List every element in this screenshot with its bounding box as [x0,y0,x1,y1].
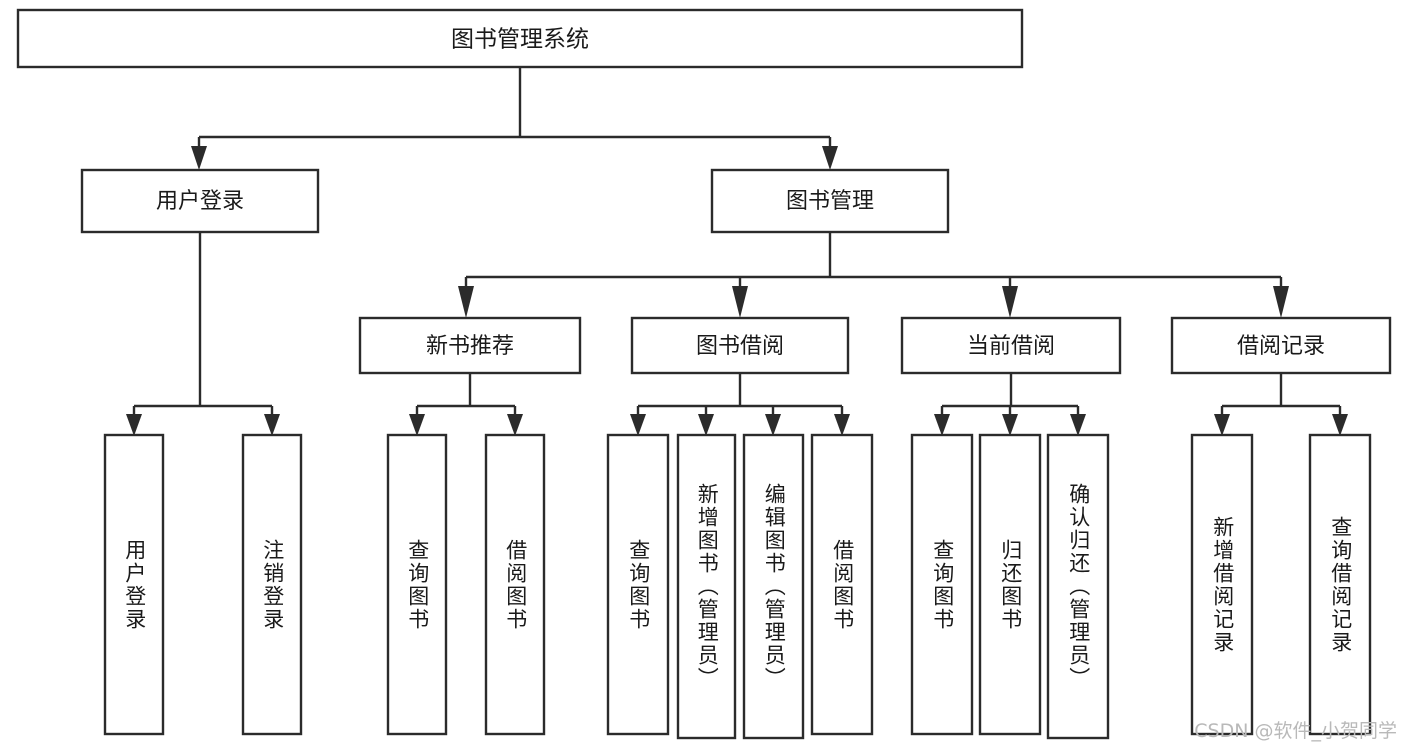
leaf-box-user-login-1[interactable] [241,433,303,736]
node-new-book-recommend-box[interactable] [358,316,582,375]
node-borrow-record-box[interactable] [1170,316,1392,375]
leaf-box-current-2[interactable] [1046,433,1110,740]
node-current-borrow-label: 当前借阅 [967,334,1055,359]
arrowhead-userlogin-1-icon [264,414,280,436]
arrowhead-current-1-icon [1002,414,1018,436]
node-new-book-recommend-label: 新书推荐 [426,334,514,359]
node-current-borrow-box[interactable] [900,316,1122,375]
arrowhead-record-1-icon [1332,414,1348,436]
arrowhead-current-0-icon [934,414,950,436]
leaf-box-borrow-3[interactable] [810,433,874,736]
leaf-box-recommend-1[interactable] [484,433,546,736]
arrowhead-level2-0-icon [191,146,207,170]
node-book-management-label: 图书管理 [786,189,874,214]
node-book-management-box[interactable] [710,168,950,234]
arrowhead-userlogin-0-icon [126,414,142,436]
leaf-box-user-login-0[interactable] [103,433,165,736]
leaf-box-borrow-2[interactable] [742,433,805,740]
arrowhead-borrow-3-icon [834,414,850,436]
arrowhead-level3-2-icon [1002,286,1018,318]
arrowhead-level2-1-icon [822,146,838,170]
leaf-box-record-0[interactable] [1190,433,1254,736]
node-root-box[interactable] [16,8,1024,69]
leaf-box-recommend-0[interactable] [386,433,448,736]
node-book-borrow-box[interactable] [630,316,850,375]
arrowhead-level3-3-icon [1273,286,1289,318]
leaf-box-borrow-1[interactable] [676,433,737,740]
leaf-box-current-1[interactable] [978,433,1042,736]
node-root-label: 图书管理系统 [451,27,589,53]
arrowhead-level3-0-icon [458,286,474,318]
node-borrow-record-label: 借阅记录 [1237,334,1325,359]
arrowhead-current-2-icon [1070,414,1086,436]
arrowhead-record-0-icon [1214,414,1230,436]
leaf-box-record-1[interactable] [1308,433,1372,736]
node-user-login-label: 用户登录 [156,189,244,214]
arrowhead-level3-1-icon [732,286,748,318]
arrowhead-borrow-0-icon [630,414,646,436]
leaf-box-current-0[interactable] [910,433,974,736]
node-book-borrow-label: 图书借阅 [696,334,784,359]
arrowhead-borrow-1-icon [698,414,714,436]
arrowhead-recommend-0-icon [409,414,425,436]
arrowhead-borrow-2-icon [765,414,781,436]
arrowhead-recommend-1-icon [507,414,523,436]
leaf-box-borrow-0[interactable] [606,433,670,736]
